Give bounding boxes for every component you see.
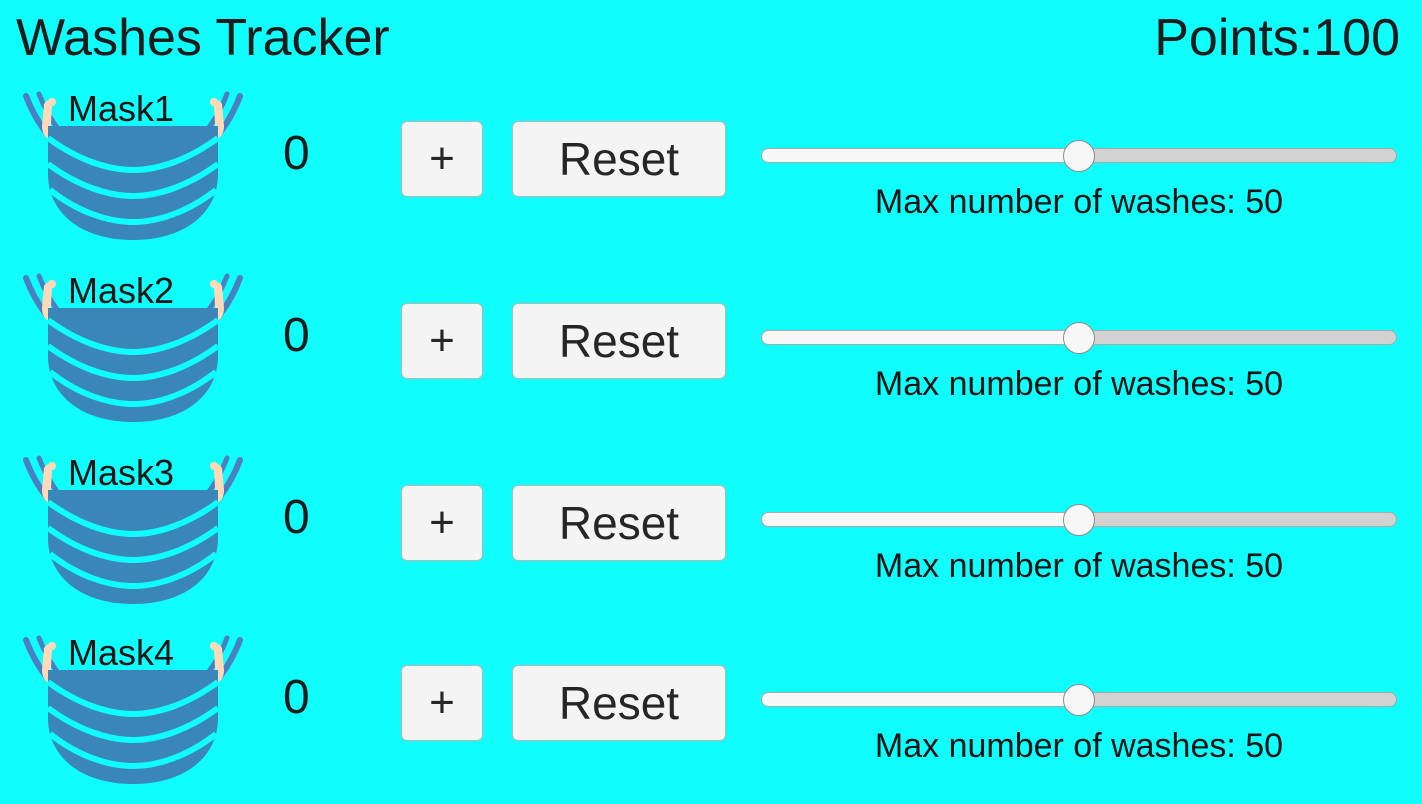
reset-button[interactable]: Reset xyxy=(512,485,726,561)
slider-track-fill xyxy=(761,692,1079,707)
max-washes-slider-area: Max number of washes: 50 xyxy=(761,260,1397,442)
slider-thumb[interactable] xyxy=(1063,684,1095,716)
points-label: Points: xyxy=(1154,9,1314,67)
reset-button[interactable]: Reset xyxy=(512,121,726,197)
mask-row: Mask4 0 + Reset Max number of washes: 50 xyxy=(0,622,1422,804)
face-mask-icon: Mask4 xyxy=(8,626,258,786)
max-washes-slider[interactable] xyxy=(761,322,1397,354)
max-washes-slider[interactable] xyxy=(761,504,1397,536)
increment-button[interactable]: + xyxy=(401,303,483,379)
points-value: 100 xyxy=(1313,9,1400,67)
mask-row: Mask1 0 + Reset Max number of washes: 50 xyxy=(0,78,1422,260)
max-washes-slider-area: Max number of washes: 50 xyxy=(761,442,1397,624)
app-header: Washes Tracker Points:100 xyxy=(0,0,1422,82)
slider-track-fill xyxy=(761,512,1079,527)
face-mask-icon: Mask1 xyxy=(8,82,258,242)
wash-count-value: 0 xyxy=(283,309,310,362)
max-washes-caption: Max number of washes: 50 xyxy=(874,547,1284,585)
mask-name-label: Mask4 xyxy=(68,632,175,673)
wash-count-value: 0 xyxy=(283,491,310,544)
slider-thumb[interactable] xyxy=(1063,140,1095,172)
max-washes-caption: Max number of washes: 50 xyxy=(874,365,1284,403)
slider-thumb[interactable] xyxy=(1063,504,1095,536)
max-washes-slider-area: Max number of washes: 50 xyxy=(761,622,1397,804)
reset-button[interactable]: Reset xyxy=(512,303,726,379)
increment-button[interactable]: + xyxy=(401,665,483,741)
page-title: Washes Tracker xyxy=(16,9,390,67)
max-washes-caption: Max number of washes: 50 xyxy=(874,183,1284,221)
max-washes-slider[interactable] xyxy=(761,140,1397,172)
slider-track-fill xyxy=(761,330,1079,345)
mask-name-label: Mask1 xyxy=(68,88,175,129)
mask-name-label: Mask3 xyxy=(68,452,175,493)
mask-name-label: Mask2 xyxy=(68,270,175,311)
increment-button[interactable]: + xyxy=(401,121,483,197)
reset-button[interactable]: Reset xyxy=(512,665,726,741)
face-mask-icon: Mask3 xyxy=(8,446,258,606)
max-washes-slider-area: Max number of washes: 50 xyxy=(761,78,1397,260)
mask-row: Mask2 0 + Reset Max number of washes: 50 xyxy=(0,260,1422,442)
mask-row: Mask3 0 + Reset Max number of washes: 50 xyxy=(0,442,1422,624)
slider-thumb[interactable] xyxy=(1063,322,1095,354)
wash-count-value: 0 xyxy=(283,671,310,724)
wash-count-value: 0 xyxy=(283,127,310,180)
max-washes-slider[interactable] xyxy=(761,684,1397,716)
face-mask-icon: Mask2 xyxy=(8,264,258,424)
max-washes-caption: Max number of washes: 50 xyxy=(874,727,1284,765)
points-display: Points:100 xyxy=(1154,6,1400,70)
slider-track-fill xyxy=(761,148,1079,163)
increment-button[interactable]: + xyxy=(401,485,483,561)
